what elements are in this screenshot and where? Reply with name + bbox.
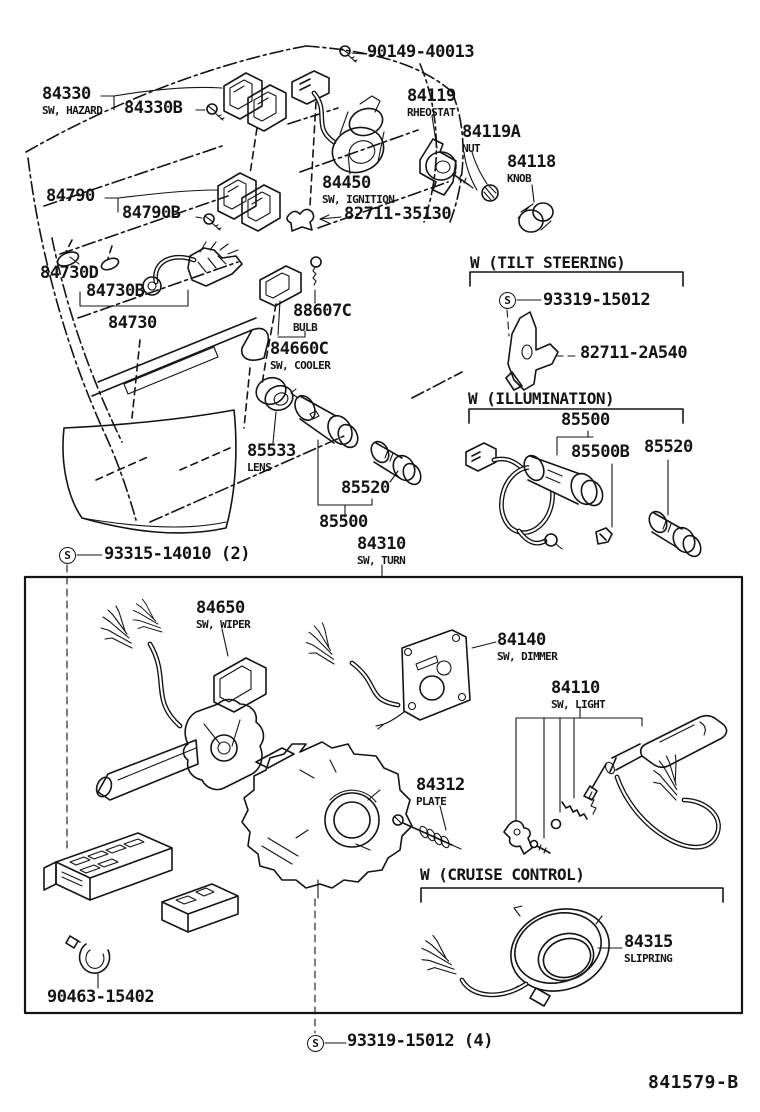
rheostat-nut: [481, 184, 499, 202]
part-label-93315-14010: 93315-14010 (2): [104, 544, 251, 564]
screw-symbol-93319-lower: S: [307, 1035, 324, 1052]
clip-82711-35130: [286, 208, 315, 232]
section-header-illumination: W (ILLUMINATION): [468, 389, 615, 408]
part-label-85520-illumination: 85520: [644, 437, 693, 457]
part-label-85500B: 85500B: [571, 442, 630, 462]
illumination-socket-assembly: [465, 442, 613, 550]
clamp-90463: [65, 935, 111, 974]
lower-assembly-box: [23, 575, 744, 1015]
part-label-82711-2A540: 82711-2A540: [580, 343, 688, 363]
dimmer-switch: [304, 621, 471, 730]
screw-symbol-93315: S: [59, 547, 76, 564]
plate-screw-84312: [392, 814, 462, 850]
light-switch-small-parts: [503, 791, 597, 855]
hazard-switch: [223, 72, 287, 132]
screw-icon-84790B: [203, 213, 222, 231]
cooler-switch: [259, 265, 302, 307]
part-label-85500-illumination: 85500: [561, 410, 610, 430]
part-label-84790B: 84790B: [122, 203, 181, 223]
part-label-84330B: 84330B: [124, 98, 183, 118]
part-label-84730B: 84730B: [86, 281, 145, 301]
wiper-switch: [95, 596, 267, 801]
panel-switch-84790: [217, 172, 281, 232]
part-label-90149-40013: 90149-40013: [367, 42, 475, 62]
lighter-socket-85500: [290, 388, 359, 449]
part-label-90463-15402: 90463-15402: [47, 987, 155, 1007]
lighter-knob-85533: [255, 376, 294, 412]
section-header-tilt-steering: W (TILT STEERING): [470, 253, 626, 272]
dashboard-outline: [25, 45, 464, 523]
tilt-bracket-82711-2A540: [505, 311, 559, 391]
drawing-number: 841579-B: [648, 1072, 739, 1093]
section-header-cruise-control: W (CRUISE CONTROL): [420, 865, 585, 884]
rheostat: [419, 138, 474, 196]
part-label-85500: 85500: [319, 512, 368, 532]
illumination-bulb-85520: [648, 510, 702, 558]
screw-icon-90149: [339, 45, 358, 63]
harness-84730: [56, 241, 243, 296]
relay-box-small: [161, 883, 239, 933]
leader-lines: [66, 52, 724, 1044]
combination-switch-body: [241, 741, 413, 889]
relay-box-large: [43, 832, 173, 901]
knee-panel: [62, 317, 270, 534]
part-label-93319-15012-tilt: 93319-15012: [543, 290, 651, 310]
light-switch-stalk: [583, 714, 728, 850]
slip-ring: [417, 905, 610, 1007]
part-label-93319-15012-lower: 93319-15012 (4): [347, 1031, 494, 1051]
part-label-82711-35130: 82711-35130: [344, 204, 452, 224]
part-label-84790: 84790: [46, 186, 95, 206]
part-label-84730: 84730: [108, 313, 157, 333]
screw-icon-84330B: [206, 103, 225, 121]
ignition-switch: [291, 70, 385, 174]
rheostat-knob: [517, 202, 554, 233]
part-label-84730D: 84730D: [40, 263, 99, 283]
part-label-85520: 85520: [341, 478, 390, 498]
bulb-holder-85520: [370, 440, 422, 486]
bulb-88607C: [310, 256, 322, 286]
screw-symbol-tilt: S: [499, 292, 516, 309]
